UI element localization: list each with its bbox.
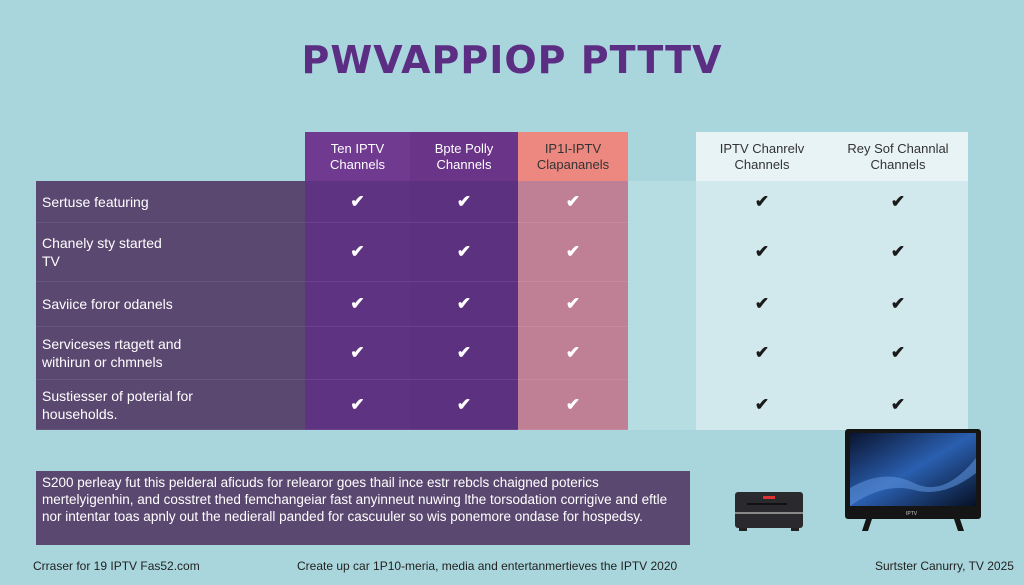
row-label: Chanely sty started TV [36,223,305,282]
check-icon: ✔ [410,327,518,380]
description-box: S200 perleay fut this pelderal aficuds f… [36,471,690,545]
check-icon: ✔ [518,223,628,282]
tv-brand-logo: IPTV [906,511,918,517]
tv-icon: IPTV [845,429,981,531]
check-icon: ✔ [828,223,968,282]
check-icon: ✔ [696,327,828,380]
check-icon: ✔ [305,181,410,223]
check-icon: ✔ [518,181,628,223]
column-body: ✔✔✔✔✔ [305,181,410,430]
footer-center: Create up car 1P10-meria, media and ente… [297,559,678,573]
column-header: IP1I-IPTV Clapananels [518,132,628,181]
row-label: Sustiesser of poterial for households. [36,380,305,430]
check-icon: ✔ [696,282,828,327]
check-icon: ✔ [410,380,518,430]
column-body: ✔✔✔✔✔ [518,181,628,430]
set-top-box-icon [735,492,803,531]
row-label: Serviceses rtagett and withirun or chmne… [36,327,305,380]
check-icon: ✔ [518,282,628,327]
footer-left: Crraser for 19 IPTV Fas52.com [33,559,200,573]
check-icon: ✔ [828,380,968,430]
check-icon: ✔ [696,223,828,282]
page-title: PWVAPPIOP PTTTV [301,38,723,82]
check-icon: ✔ [305,282,410,327]
check-icon: ✔ [828,181,968,223]
column-gap [628,181,696,430]
check-icon: ✔ [410,282,518,327]
check-icon: ✔ [410,223,518,282]
row-label: Sertuse featuring [36,181,305,223]
check-icon: ✔ [305,223,410,282]
check-icon: ✔ [518,327,628,380]
check-icon: ✔ [518,380,628,430]
column-header: Rey Sof Channlal Channels [828,132,968,181]
check-icon: ✔ [828,282,968,327]
check-icon: ✔ [696,181,828,223]
row-label: Saviice foror odanels [36,282,305,327]
column-body: ✔✔✔✔✔ [696,181,828,430]
check-icon: ✔ [305,327,410,380]
column-header: Ten IPTV Channels [305,132,410,181]
footer-right: Surtster Canurry, TV 2025 [875,559,1014,573]
check-icon: ✔ [696,380,828,430]
check-icon: ✔ [828,327,968,380]
column-body: ✔✔✔✔✔ [828,181,968,430]
column-header: Bpte Polly Channels [410,132,518,181]
column-body: ✔✔✔✔✔ [410,181,518,430]
check-icon: ✔ [305,380,410,430]
check-icon: ✔ [410,181,518,223]
column-header: IPTV Chanrelv Channels [696,132,828,181]
